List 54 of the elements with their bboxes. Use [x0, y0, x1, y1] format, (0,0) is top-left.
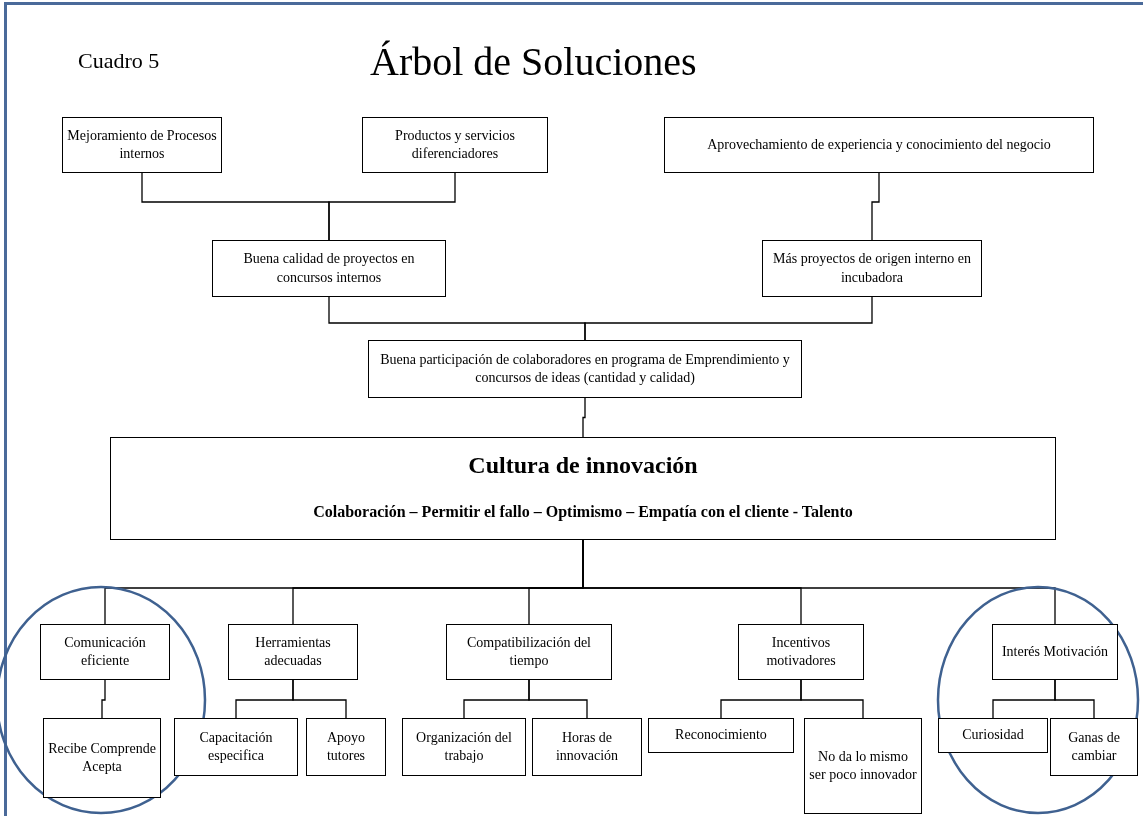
connector-line: [871, 172, 880, 241]
solution-box: [362, 117, 548, 173]
box-text: Herramientas adecuadas: [254, 633, 332, 670]
solution-box: [1050, 718, 1138, 776]
box-text: Organización del trabajo: [415, 728, 513, 765]
box-text: Más proyectos de origen interno en incubadora: [772, 250, 972, 287]
box-text: Aprovechamiento de experiencia y conocimiento del negocio: [707, 135, 1051, 154]
connector-line: [800, 679, 864, 719]
figure-label: Cuadro 5: [78, 47, 160, 75]
connector-line: [292, 679, 347, 719]
solution-box: [648, 718, 794, 753]
solution-box: [402, 718, 526, 776]
solution-box: [62, 117, 222, 173]
box-heading: Cultura de innovación: [468, 451, 698, 480]
box-text: Interés Motivación: [1001, 642, 1109, 661]
connector-line: [328, 172, 456, 241]
box-text: Mejoramiento de Procesos internos: [67, 126, 217, 163]
solution-box: [738, 624, 864, 680]
box-text: Recibe Comprende Acepta: [48, 739, 156, 776]
box-text: Incentivos motivadores: [765, 633, 837, 670]
box-text: Compatibilización del tiempo: [466, 633, 592, 670]
box-text: Comunicación eficiente: [63, 633, 147, 670]
solution-box: [992, 624, 1118, 680]
box-text: Buena participación de colaboradores en programa de Emprendimiento y concursos de ideas (cantidad y calidad): [379, 350, 791, 387]
solution-box: [228, 624, 358, 680]
connector-line: [101, 679, 106, 719]
solution-box: [368, 340, 802, 398]
connector-line: [528, 679, 588, 719]
box-text: Reconocimiento: [675, 726, 767, 745]
box-text: Horas de innovación: [554, 728, 620, 765]
solution-box: [938, 718, 1048, 753]
connector-line: [584, 296, 873, 341]
box-text: Ganas de cambiar: [1067, 728, 1121, 765]
solution-box: [212, 240, 446, 297]
connector-line: [582, 397, 586, 438]
central-box: [110, 437, 1056, 540]
solution-box: [40, 624, 170, 680]
box-text: Productos y servicios diferenciadores: [394, 126, 516, 163]
solution-box: [306, 718, 386, 776]
solution-box: [532, 718, 642, 776]
box-text: No da lo mismo ser poco innovador: [809, 747, 917, 784]
values-text: Colaboración – Permitir el fallo – Optimismo – Empatía con el cliente - Talento: [313, 502, 853, 523]
solution-box: [43, 718, 161, 798]
box-text: Buena calidad de proyectos en concursos internos: [242, 250, 416, 287]
solution-box: [446, 624, 612, 680]
solution-box: [174, 718, 298, 776]
solution-box: [664, 117, 1094, 173]
box-text: Curiosidad: [962, 726, 1024, 745]
box-text: Apoyo tutores: [325, 728, 367, 765]
box-text: Capacitación especifica: [198, 728, 274, 765]
connector-line: [1054, 679, 1095, 719]
solution-box: [804, 718, 922, 814]
solution-box: [762, 240, 982, 297]
diagram-title: Árbol de Soluciones: [370, 42, 697, 82]
